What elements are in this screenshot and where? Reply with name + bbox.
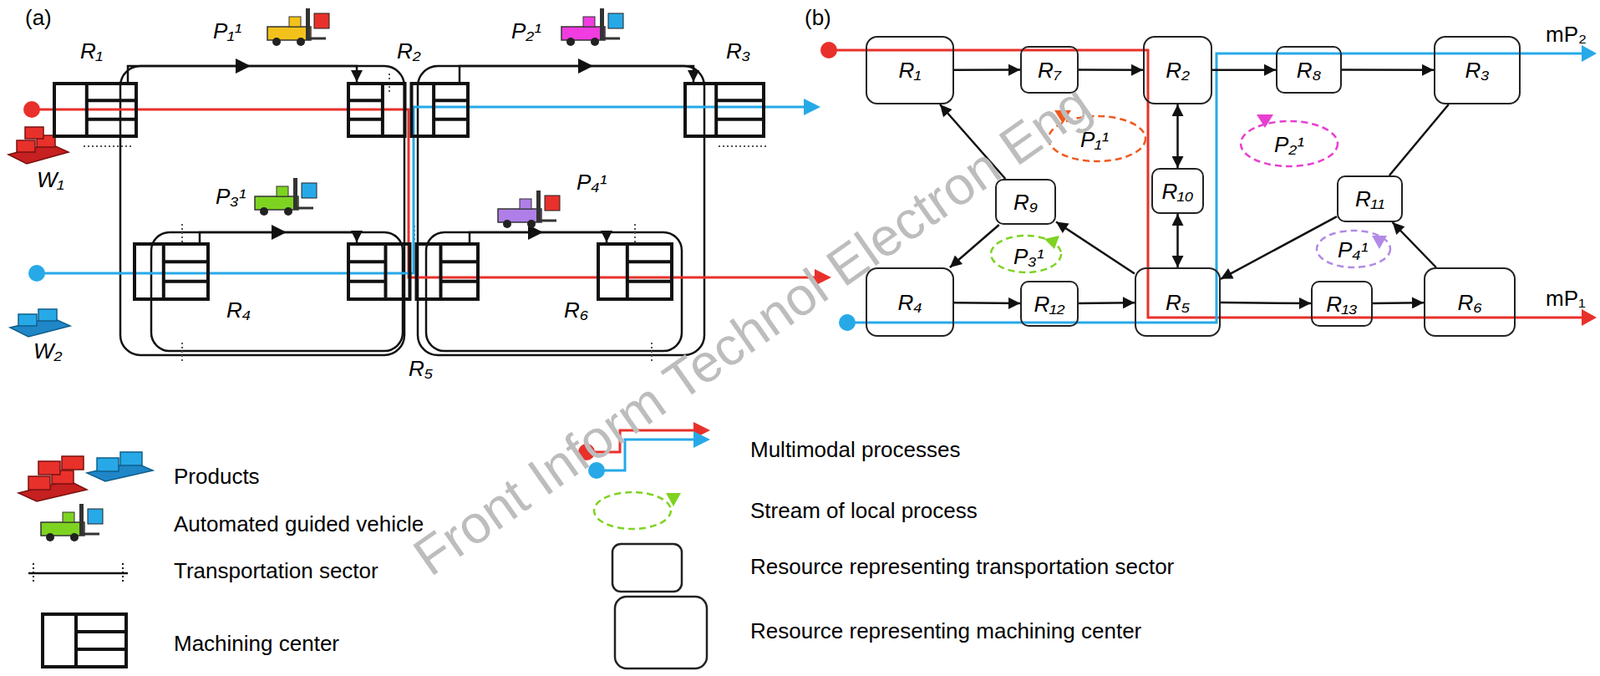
legend-transport-sector [28, 563, 128, 584]
agv [561, 8, 624, 46]
resource-label: R₅ [406, 355, 436, 381]
resource-label: R₆ [1457, 289, 1482, 315]
resource-label: R₈ [1296, 57, 1322, 83]
multimodal-process-a [23, 98, 832, 286]
flow-connector [1220, 302, 1311, 304]
panel-label: (a) [25, 5, 52, 31]
machining-center: R₅ [346, 242, 480, 301]
panel-label: (b) [804, 5, 832, 31]
resource-label: R₉ [1013, 189, 1038, 215]
resource-label: R₆ [561, 297, 591, 323]
flow-connector [1176, 104, 1179, 168]
legend-resource-boxes [612, 543, 707, 669]
flow-connector [1078, 68, 1143, 72]
flow-connector [1389, 104, 1449, 176]
product-red [8, 126, 69, 164]
flow-connector [954, 301, 1021, 305]
flow-connector [1392, 222, 1437, 268]
resource-label: R₁₂ [1034, 291, 1066, 317]
flow-connector [954, 68, 1021, 72]
resource-label: R₃ [723, 38, 753, 64]
product-label: W₂ [33, 338, 62, 364]
process-label: P₂¹ [1274, 132, 1305, 158]
multimodal-label: mP₁ [1545, 285, 1586, 311]
legend-text: Multimodal processes [750, 436, 960, 463]
machining-center: R₄ [132, 242, 210, 301]
legend-stream [594, 492, 681, 529]
transport-resource-box: R₁₃ [1310, 280, 1373, 327]
resource-label: R₅ [1165, 289, 1190, 315]
stream-direction-marks [1044, 110, 1387, 249]
flow-connector [1372, 301, 1424, 305]
resource-label: R₄ [223, 297, 254, 323]
legend-text: Machining center [173, 630, 340, 656]
legend-text: Transportation sector [173, 558, 379, 584]
process-label: P₂¹ [511, 18, 542, 44]
resource-label: R₇ [1037, 57, 1062, 83]
legend-agv [40, 503, 103, 542]
process-label: P₃¹ [1013, 243, 1044, 270]
flow-connector [949, 224, 1000, 268]
flow-connector [459, 66, 694, 82]
legend-machining-center [42, 614, 127, 667]
legend-products [18, 452, 153, 502]
flow-connector [469, 232, 607, 243]
flow-connector [1212, 68, 1276, 72]
resource-label: R₁ [77, 38, 106, 64]
transport-resource-box: R₁₀ [1151, 167, 1204, 214]
product-blue [10, 309, 71, 337]
machining-resource-box: R₆ [1423, 267, 1516, 337]
legend-text: Stream of local process [750, 497, 978, 524]
agv [497, 190, 560, 229]
multimodal-label: mP₂ [1545, 21, 1587, 47]
agv [267, 8, 330, 46]
resource-label: R₂ [1165, 57, 1190, 83]
machining-resource-box: R₄ [865, 267, 955, 337]
resource-label: R₃ [1464, 57, 1489, 83]
process-label: P₁¹ [213, 18, 242, 44]
flow-connector [127, 66, 357, 82]
flow-connector [1220, 216, 1337, 280]
agv [254, 177, 317, 216]
flow-connector [1176, 213, 1179, 268]
process-label: P₃¹ [215, 183, 246, 209]
transport-resource-box: R₈ [1275, 45, 1342, 94]
process-label: P₄¹ [1337, 237, 1368, 263]
process-label: P₄¹ [576, 169, 607, 195]
flow-connector [1078, 301, 1135, 305]
legend-text: Resource representing transportation sec… [750, 553, 1174, 580]
machining-center: R₂ [346, 81, 470, 138]
machining-resource-box: R₃ [1433, 35, 1521, 105]
transport-resource-box: R₁₂ [1020, 280, 1079, 327]
machining-resource-box: R₁ [865, 35, 955, 105]
flow-connector [1341, 68, 1434, 72]
resource-label: R₁₃ [1325, 291, 1357, 317]
resource-label: R₁₀ [1162, 178, 1194, 204]
machining-center: R₆ [596, 242, 674, 301]
flow-connector [1056, 222, 1135, 275]
sector-ticks [83, 73, 769, 364]
machining-center: R₁ [52, 81, 138, 138]
machining-center: R₃ [683, 81, 766, 138]
legend-text: Resource representing machining center [750, 618, 1142, 644]
flow-connector [199, 232, 357, 243]
machining-resource-box: R₅ [1134, 267, 1221, 337]
machining-resource-box: R₂ [1142, 35, 1213, 105]
resource-label: R₁₁ [1355, 186, 1385, 212]
resource-label: R₁ [899, 57, 922, 83]
product-label: W₁ [36, 167, 65, 193]
legend-text: Automated guided vehicle [173, 511, 424, 537]
legend-text: Products [173, 463, 260, 489]
resource-label: R₂ [394, 38, 424, 64]
transport-resource-box: R₁₁ [1336, 175, 1403, 223]
resource-label: R₄ [897, 289, 922, 315]
